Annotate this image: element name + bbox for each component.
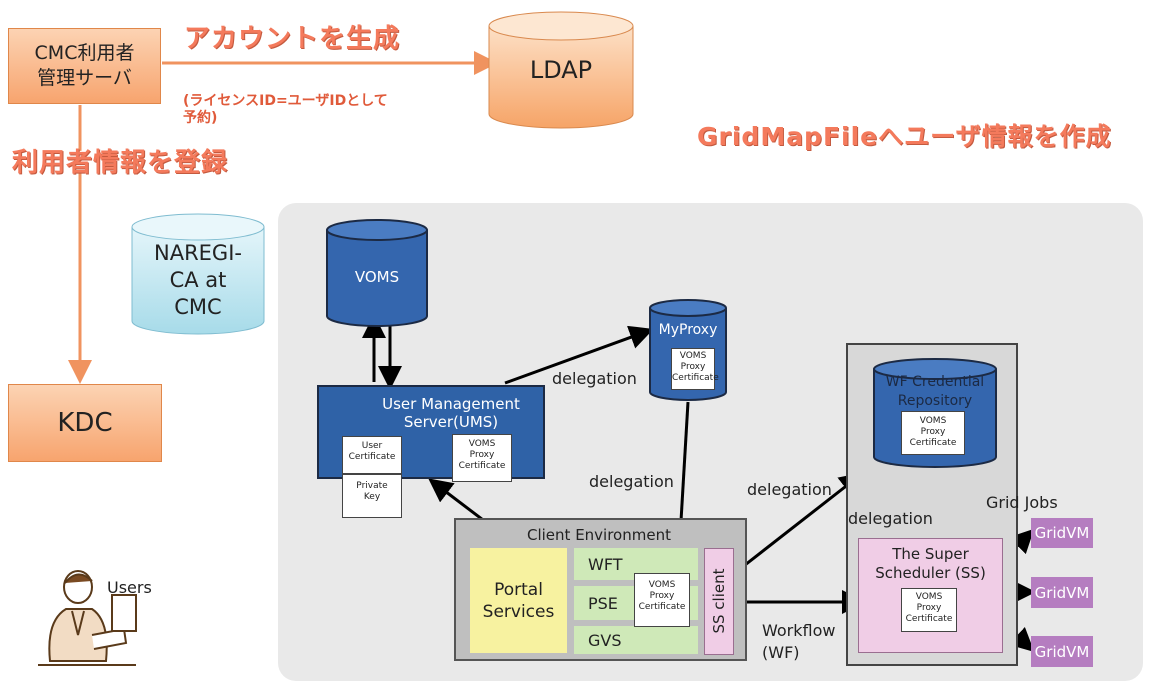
ums-title: User Management Server(UMS) — [359, 395, 543, 431]
arrow-ssclient-to-repo — [735, 472, 864, 574]
myproxy-cert-l3: Certificate — [672, 373, 719, 383]
myproxy-cert-l2: Proxy — [680, 362, 706, 372]
gridvm-box-3: GridVM — [1031, 636, 1093, 667]
naregi-label: NAREGI- CA at CMC — [132, 240, 264, 321]
kdc-box: KDC — [8, 384, 162, 462]
myproxy-label: MyProxy — [658, 322, 718, 338]
private-key-doc: Private Key — [342, 474, 402, 518]
wf-repo-l1: WF Credential — [885, 374, 985, 390]
delegation-label-3: delegation — [747, 480, 832, 499]
user-cert-doc: User Certificate — [342, 436, 402, 474]
wf-voms-cert-doc: VOMS Proxy Certificate — [901, 411, 965, 455]
workflow-l2: (WF) — [762, 643, 800, 662]
user-figure-icon — [38, 570, 137, 666]
delegation-label-2: delegation — [589, 472, 674, 491]
wf-cert-l3: Certificate — [909, 438, 957, 448]
ss-title: The Super Scheduler (SS) — [859, 545, 1002, 583]
arrow-ums-to-myproxy — [504, 325, 654, 385]
naregi-line1: NAREGI- — [154, 241, 242, 265]
wf-repo-l2: Repository — [897, 393, 973, 409]
delegation-label-4: delegation — [848, 509, 933, 528]
workflow-label: Workflow (WF) — [762, 620, 835, 664]
ss-title-l2: Scheduler (SS) — [875, 564, 986, 582]
cmc-server-line1: CMC利用者 — [34, 42, 135, 64]
private-key-l2: Key — [363, 492, 381, 502]
kdc-label: KDC — [57, 408, 113, 438]
ss-title-l1: The Super — [892, 545, 969, 563]
wf-repo-label: WF Credential Repository — [864, 373, 1006, 411]
ums-voms-cert-doc: VOMS Proxy Certificate — [452, 434, 512, 482]
portal-l2: Services — [482, 601, 555, 622]
ss-cert-l2: Proxy — [916, 603, 942, 613]
ss-voms-cert-doc: VOMS Proxy Certificate — [901, 588, 957, 632]
ums-cert-l2: Proxy — [469, 450, 495, 460]
register-label: 利用者情報を登録 — [12, 148, 229, 178]
ums-title-l1: User Management — [382, 395, 520, 413]
ldap-label: LDAP — [529, 56, 593, 84]
ss-client-box — [704, 548, 734, 655]
client-cert-l1: VOMS — [648, 580, 676, 590]
account-label: アカウントを生成 — [184, 24, 401, 54]
naregi-line3: CMC — [174, 295, 222, 319]
gridmap-label: GridMapFileへユーザ情報を作成 — [697, 122, 1112, 151]
private-key-l1: Private — [356, 481, 388, 491]
myproxy-cert-l1: VOMS — [679, 351, 707, 361]
myproxy-voms-cert: VOMS Proxy Certificate — [671, 348, 719, 390]
ss-cert-l1: VOMS — [915, 592, 943, 602]
portal-services-box: Portal Services — [470, 548, 567, 653]
user-cert-l1: User — [361, 441, 383, 451]
naregi-cylinder — [131, 213, 265, 335]
ss-client-label: SS client — [710, 568, 728, 634]
license-note-line2: 予約) — [183, 110, 218, 126]
ums-title-l2: Server(UMS) — [403, 413, 499, 431]
gridvm-box-1: GridVM — [1031, 518, 1093, 548]
gridvm-box-2: GridVM — [1031, 577, 1093, 608]
gvs-box: GVS — [574, 626, 698, 654]
ldap-cylinder — [488, 11, 634, 129]
license-note: (ライセンスID=ユーザIDとして 予約) — [183, 93, 388, 127]
wf-cert-l2: Proxy — [920, 427, 946, 437]
client-cert-l2: Proxy — [649, 591, 675, 601]
naregi-line2: CA at — [169, 268, 227, 292]
delegation-label-1: delegation — [552, 369, 637, 388]
users-label: Users — [107, 578, 152, 597]
ums-cert-l3: Certificate — [458, 461, 506, 471]
user-cert-l2: Certificate — [348, 452, 396, 462]
client-voms-cert-doc: VOMS Proxy Certificate — [634, 573, 690, 627]
portal-l1: Portal — [494, 579, 543, 600]
wf-cert-l1: VOMS — [919, 416, 947, 426]
client-cert-l3: Certificate — [638, 602, 686, 612]
ss-cert-l3: Certificate — [905, 614, 953, 624]
voms-label: VOMS — [354, 268, 400, 286]
license-note-line1: (ライセンスID=ユーザIDとして — [183, 93, 388, 109]
cmc-server-line2: 管理サーバ — [37, 67, 132, 89]
client-environment-label: Client Environment — [527, 526, 671, 544]
grid-jobs-label: Grid Jobs — [986, 493, 1058, 512]
voms-cylinder — [326, 219, 428, 327]
workflow-l1: Workflow — [762, 621, 836, 640]
ums-cert-l1: VOMS — [468, 439, 496, 449]
cmc-server-box: CMC利用者 管理サーバ — [8, 28, 161, 104]
